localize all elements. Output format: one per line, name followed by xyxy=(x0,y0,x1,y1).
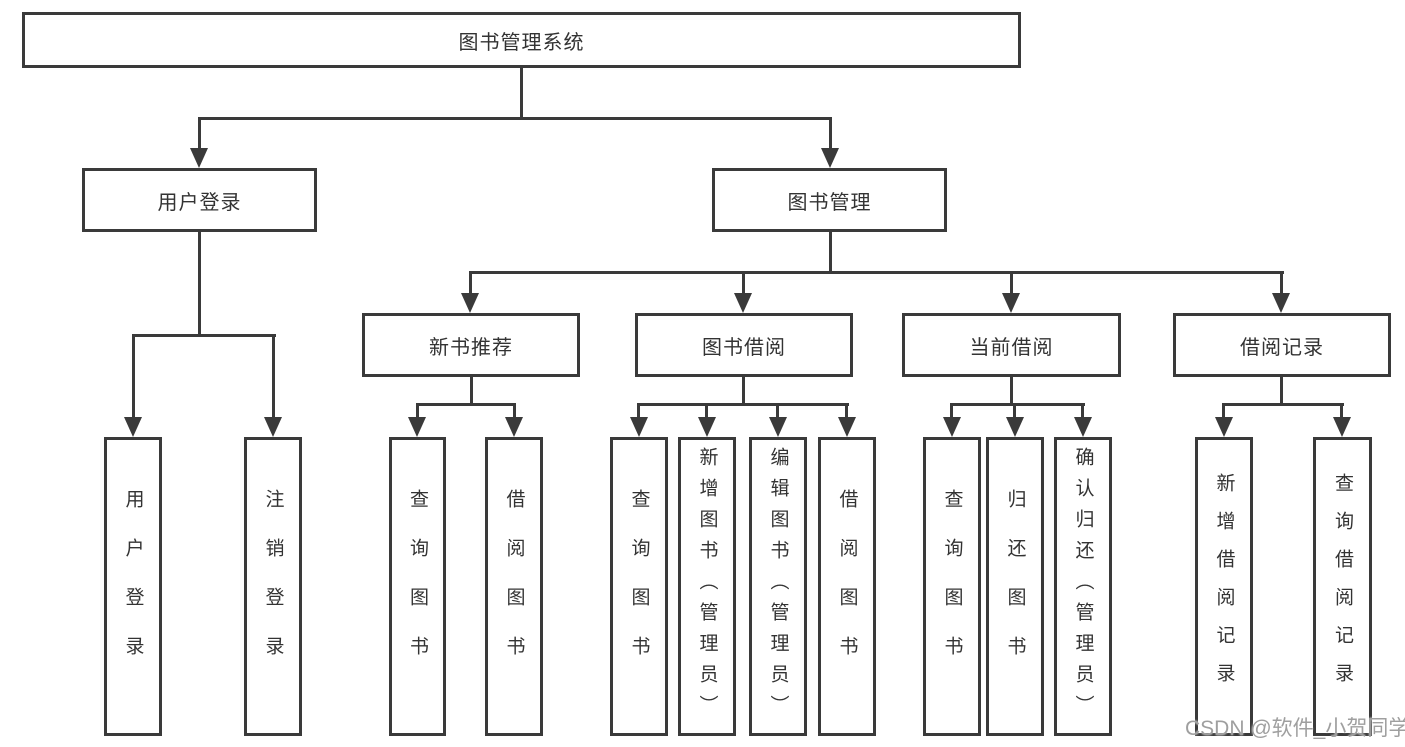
node-label: 用户登录 xyxy=(157,191,242,214)
leaf-return-books: 归还图书 xyxy=(986,437,1044,736)
connector-hline xyxy=(132,334,276,337)
node-library-system: 图书管理系统 xyxy=(22,12,1021,68)
leaf-label: 借阅图书 xyxy=(836,488,858,685)
connector-hline xyxy=(1222,403,1344,406)
node-user-login: 用户登录 xyxy=(82,168,317,232)
connector-vline xyxy=(513,403,516,419)
arrow-down-icon xyxy=(408,417,426,437)
arrow-down-icon xyxy=(734,293,752,313)
node-label: 图书管理系统 xyxy=(458,31,585,54)
connector-hline xyxy=(637,403,849,406)
arrow-down-icon xyxy=(769,417,787,437)
arrow-down-icon xyxy=(1215,417,1233,437)
node-label: 图书借阅 xyxy=(702,336,786,359)
csdn-watermark: CSDN @软件_小贺同学 xyxy=(1185,717,1405,740)
connector-vline xyxy=(132,334,135,418)
connector-vline xyxy=(776,403,779,419)
connector-vline xyxy=(1010,271,1013,295)
leaf-label: 借阅图书 xyxy=(503,488,525,685)
connector-hline xyxy=(950,403,1085,406)
connector-vline xyxy=(1222,403,1225,419)
node-book-borrow: 图书借阅 xyxy=(635,313,853,377)
connector-vline xyxy=(1280,271,1283,295)
arrow-down-icon xyxy=(461,293,479,313)
arrow-down-icon xyxy=(698,417,716,437)
leaf-add-borrow-record: 新增借阅记录 xyxy=(1195,437,1253,736)
connector-hline xyxy=(470,271,1284,274)
leaf-label: 查询图书 xyxy=(941,488,963,685)
leaf-query-books: 查询图书 xyxy=(923,437,981,736)
connector-vline xyxy=(742,271,745,295)
arrow-down-icon xyxy=(1333,417,1351,437)
arrow-down-icon xyxy=(505,417,523,437)
leaf-user-login: 用户登录 xyxy=(104,437,162,736)
leaf-query-books: 查询图书 xyxy=(389,437,446,736)
arrow-down-icon xyxy=(821,148,839,168)
connector-vline xyxy=(198,117,201,149)
arrow-down-icon xyxy=(943,417,961,437)
node-book-management: 图书管理 xyxy=(712,168,947,232)
leaf-query-borrow-record: 查询借阅记录 xyxy=(1313,437,1372,736)
leaf-label: 查询借阅记录 xyxy=(1332,472,1353,701)
leaf-label: 用户登录 xyxy=(122,488,144,685)
connector-vline xyxy=(469,271,472,295)
connector-vline xyxy=(1013,403,1016,419)
connector-vline xyxy=(1081,403,1084,419)
connector-vline xyxy=(1280,377,1283,406)
connector-vline xyxy=(416,403,419,419)
leaf-label: 新增借阅记录 xyxy=(1213,472,1235,701)
arrow-down-icon xyxy=(838,417,856,437)
arrow-down-icon xyxy=(630,417,648,437)
leaf-label: 查询图书 xyxy=(628,488,650,685)
arrow-down-icon xyxy=(124,417,142,437)
node-label: 新书推荐 xyxy=(429,336,513,359)
connector-vline xyxy=(950,403,953,419)
arrow-down-icon xyxy=(1074,417,1092,437)
leaf-label: 注销登录 xyxy=(262,488,284,685)
leaf-label: 确认归还（管理员） xyxy=(1072,447,1094,726)
leaf-query-books: 查询图书 xyxy=(610,437,668,736)
connector-vline xyxy=(845,403,848,419)
leaf-confirm-return-admin: 确认归还（管理员） xyxy=(1054,437,1112,736)
leaf-label: 归还图书 xyxy=(1004,488,1026,685)
arrow-down-icon xyxy=(1272,293,1290,313)
connector-vline xyxy=(637,403,640,419)
leaf-borrow-books: 借阅图书 xyxy=(485,437,543,736)
node-label: 借阅记录 xyxy=(1240,336,1324,359)
leaf-logout: 注销登录 xyxy=(244,437,302,736)
arrow-down-icon xyxy=(1006,417,1024,437)
connector-vline xyxy=(705,403,708,419)
connector-vline xyxy=(198,232,201,337)
node-label: 图书管理 xyxy=(787,191,872,214)
leaf-borrow-books: 借阅图书 xyxy=(818,437,876,736)
node-new-book-recommend: 新书推荐 xyxy=(362,313,580,377)
node-borrow-records: 借阅记录 xyxy=(1173,313,1391,377)
connector-vline xyxy=(829,232,832,274)
connector-vline xyxy=(470,377,473,406)
arrow-down-icon xyxy=(1002,293,1020,313)
arrow-down-icon xyxy=(190,148,208,168)
connector-vline xyxy=(742,377,745,406)
leaf-label: 新增图书（管理员） xyxy=(696,447,718,726)
connector-vline xyxy=(829,117,832,149)
connector-hline xyxy=(198,117,832,120)
leaf-label: 编辑图书（管理员） xyxy=(767,447,789,726)
connector-vline xyxy=(520,68,523,118)
connector-vline xyxy=(1010,377,1013,406)
leaf-add-books-admin: 新增图书（管理员） xyxy=(678,437,736,736)
connector-hline xyxy=(416,403,516,406)
arrow-down-icon xyxy=(264,417,282,437)
leaf-edit-books-admin: 编辑图书（管理员） xyxy=(749,437,807,736)
connector-vline xyxy=(272,334,275,418)
node-label: 当前借阅 xyxy=(969,336,1054,359)
node-current-borrow: 当前借阅 xyxy=(902,313,1121,377)
connector-vline xyxy=(1340,403,1343,419)
leaf-label: 查询图书 xyxy=(407,488,428,685)
